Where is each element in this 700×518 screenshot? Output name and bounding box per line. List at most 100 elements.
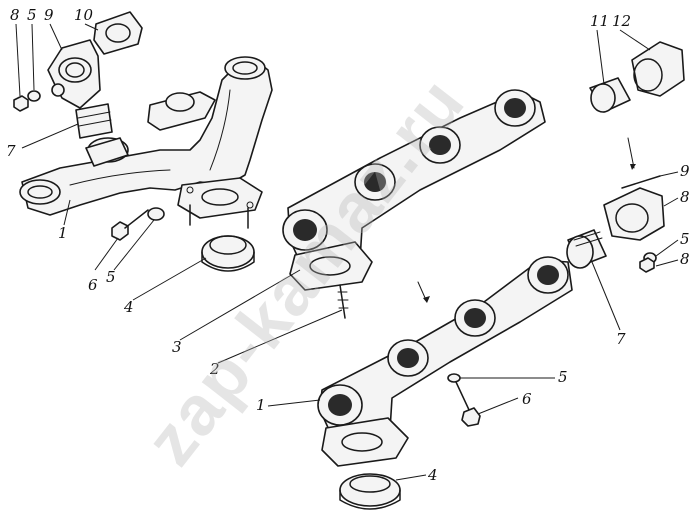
callout-9: 9 — [680, 162, 690, 180]
callout-8: 8 — [680, 250, 690, 268]
leader-8a — [15, 23, 21, 97]
callout-8: 8 — [10, 6, 20, 24]
nut-8 — [13, 95, 29, 112]
leader-6a — [94, 237, 119, 271]
gasket-top — [93, 11, 143, 55]
assembly-arrow-lower — [417, 281, 427, 301]
leader-8c — [655, 259, 679, 267]
ring-4b-outer — [339, 473, 401, 507]
flange-hole — [246, 201, 254, 209]
lower-manifold-flange — [321, 417, 409, 467]
flange-hole — [186, 186, 194, 194]
ring-4b-rim — [339, 489, 401, 510]
lower-flange-bore — [341, 432, 383, 452]
port-3-hole — [429, 135, 451, 155]
callout-3: 3 — [172, 338, 182, 356]
gasket-plate — [93, 11, 143, 55]
cap-12-bore — [633, 58, 663, 92]
sleeve-7b-end — [566, 235, 594, 269]
manifold-rib — [69, 169, 171, 186]
leader-9a — [49, 23, 63, 51]
bolt-6-shank — [124, 209, 149, 229]
main-manifold-ports — [282, 89, 536, 251]
main-manifold — [282, 89, 546, 319]
manifold-rib — [209, 89, 231, 171]
sleeve-ring — [77, 111, 111, 119]
leader-3 — [179, 269, 301, 341]
callout-7: 7 — [6, 142, 16, 160]
callout-4: 4 — [427, 466, 438, 484]
leader-1b — [267, 399, 321, 407]
callout-10: 10 — [74, 6, 94, 24]
ring-4-outer — [201, 235, 255, 269]
flange-bore — [201, 188, 239, 206]
lower-manifold-ports — [317, 256, 569, 426]
nipple-collar — [85, 137, 129, 167]
stud-thread — [337, 291, 349, 309]
port-4-hole — [504, 98, 526, 118]
bolt-6b-shank — [455, 381, 471, 413]
callout-5: 5 — [680, 230, 690, 248]
callout-5: 5 — [558, 368, 568, 386]
sleeve-ring — [78, 119, 112, 127]
callout-9: 9 — [44, 6, 54, 24]
callout-6: 6 — [88, 276, 98, 294]
left-port-inner — [27, 185, 53, 199]
adapter-bore — [58, 57, 92, 83]
assembly-arrowhead — [630, 164, 636, 170]
sleeve-11-end — [590, 83, 616, 113]
branch-port — [165, 92, 195, 112]
leader-4b — [395, 474, 427, 481]
washer-5 — [27, 90, 41, 102]
lower-port-3-hole — [464, 308, 486, 328]
assembly-arrowhead-lower — [423, 296, 430, 303]
manifold-left-port — [19, 179, 61, 205]
callout-1: 1 — [256, 396, 266, 414]
callout-6: 6 — [522, 390, 532, 408]
sealing-ring-left — [201, 235, 255, 272]
leader-6b — [477, 397, 519, 415]
manifold-outlet-port — [224, 56, 266, 80]
callout-4: 4 — [123, 298, 134, 316]
bolt-set-left — [111, 207, 165, 241]
main-stud-2 — [339, 284, 346, 319]
leader-2 — [217, 309, 343, 364]
callout-5: 5 — [27, 6, 37, 24]
leader-9b — [659, 171, 679, 177]
port-2-hole — [364, 172, 386, 192]
bolt-6b-head — [461, 407, 481, 427]
lower-port-2-hole — [397, 348, 419, 368]
leader-4a — [132, 257, 207, 301]
leader-7b — [591, 261, 621, 331]
outlet-port-inner — [232, 61, 258, 75]
leader-12 — [619, 29, 651, 51]
pin-9 — [621, 175, 661, 189]
nipple-sleeve — [75, 103, 113, 139]
callout-12: 12 — [612, 12, 631, 30]
washer-5b — [147, 207, 165, 221]
main-manifold-flange — [289, 241, 373, 291]
washer-5d — [447, 373, 461, 383]
leader-10 — [84, 23, 99, 31]
port-1-hole — [293, 219, 317, 241]
adapter-boss — [51, 83, 65, 97]
ring-4-rim — [201, 251, 255, 272]
callout-5: 5 — [106, 268, 116, 286]
front-manifold-flange — [177, 177, 263, 219]
callout-7: 7 — [616, 330, 626, 348]
leader-5c — [655, 239, 679, 257]
front-manifold-body — [21, 61, 273, 216]
main-flange-bore — [309, 256, 351, 276]
elbow-8-bore — [615, 203, 649, 233]
leader-5a — [31, 23, 35, 91]
lower-manifold — [317, 256, 573, 467]
leader-5b — [113, 219, 155, 271]
adapter-bore-inner — [65, 62, 85, 78]
assembly-arrow — [627, 137, 635, 169]
sealing-ring-bottom — [339, 473, 401, 510]
leader-lines — [15, 23, 679, 481]
right-parts — [566, 41, 685, 273]
gasket-hole — [105, 23, 131, 43]
